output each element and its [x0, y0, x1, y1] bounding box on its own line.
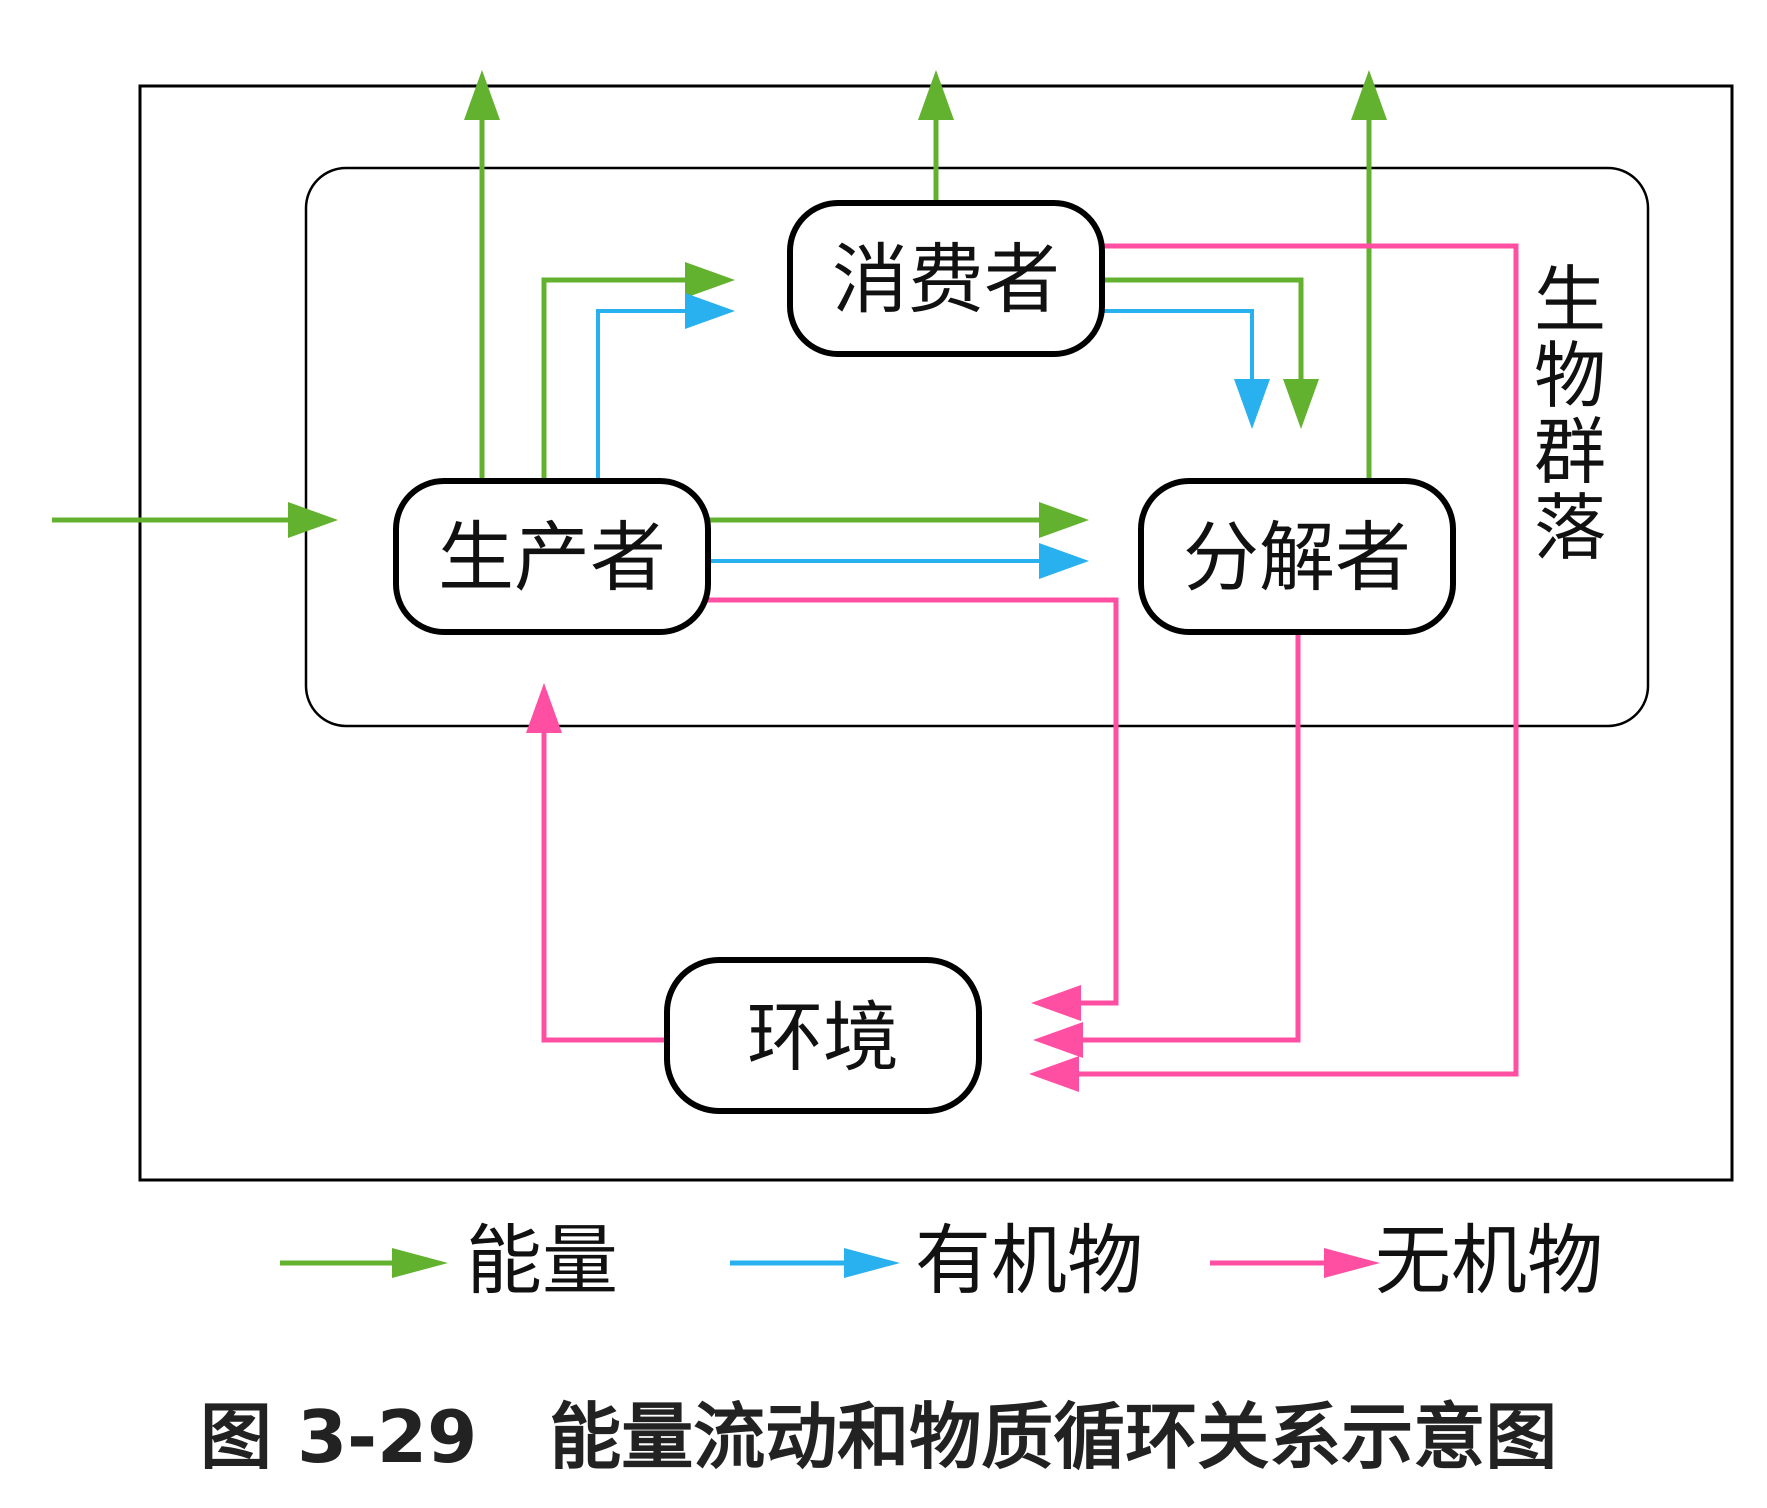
node-decomposer: 分解者 [1138, 478, 1456, 635]
edge-inorganic-environment-to-producer [526, 683, 667, 1043]
legend-inorganic-arrowhead-icon [1324, 1248, 1380, 1278]
node-consumer: 消费者 [787, 200, 1105, 357]
edge-line [706, 597, 1119, 1006]
arrowhead-icon [1029, 1056, 1079, 1092]
edge-organic-producer-to-consumer [596, 293, 735, 481]
legend: 能量 有机物 无机物 [280, 1216, 1603, 1305]
community-group-frame [304, 166, 1650, 728]
node-environment-box [664, 957, 982, 1114]
arrowhead-icon [464, 70, 500, 120]
arrowhead-icon [1351, 70, 1387, 120]
arrowhead-icon [685, 293, 735, 329]
edge-energy-producer-to-consumer [541, 262, 735, 481]
arrowhead-icon [1234, 379, 1270, 429]
node-environment: 环境 [664, 957, 982, 1114]
edge-energy-consumer-to-decomposer [1102, 277, 1319, 429]
legend-item-organic: 有机物 [730, 1216, 1143, 1305]
edge-line [1102, 309, 1254, 383]
arrowhead-icon [918, 70, 954, 120]
legend-energy-arrowhead-icon [392, 1248, 448, 1278]
edge-line [1075, 243, 1519, 1077]
node-producer: 生产者 [393, 478, 711, 635]
group-label-char: 落 [1534, 486, 1606, 570]
arrowhead-icon [1033, 1022, 1083, 1058]
node-producer-box [393, 478, 711, 635]
edges-layer [52, 70, 1519, 1092]
legend-item-inorganic: 无机物 [1210, 1216, 1603, 1305]
edge-energy-consumer-to-external-output [918, 70, 954, 203]
node-producer-label: 生产者 [438, 513, 666, 602]
edge-energy-producer-to-external-output [464, 70, 500, 481]
group-label-char: 物 [1534, 334, 1606, 418]
legend-organic-label: 有机物 [915, 1216, 1143, 1305]
edge-organic-consumer-to-decomposer [1102, 309, 1270, 429]
arrowhead-icon [1039, 543, 1089, 579]
node-decomposer-box [1138, 478, 1456, 635]
node-consumer-box [787, 200, 1105, 357]
edge-energy-external-input-to-producer [52, 502, 338, 538]
node-consumer-label: 消费者 [832, 235, 1060, 324]
edge-line [1079, 632, 1301, 1043]
node-decomposer-label: 分解者 [1183, 513, 1411, 602]
edge-line [1102, 277, 1304, 383]
edge-line [596, 309, 689, 481]
edge-inorganic-consumer-to-environment [1029, 243, 1519, 1092]
legend-energy-label: 能量 [466, 1216, 618, 1305]
arrowhead-icon [1039, 502, 1089, 538]
edge-energy-decomposer-to-external-output [1351, 70, 1387, 481]
group-label-char: 群 [1534, 410, 1606, 494]
arrowhead-icon [526, 683, 562, 733]
arrowhead-icon [288, 502, 338, 538]
edge-inorganic-decomposer-to-environment [1033, 632, 1301, 1058]
edge-line [541, 277, 689, 481]
legend-inorganic-label: 无机物 [1375, 1216, 1603, 1305]
edge-energy-producer-to-decomposer [708, 502, 1089, 538]
edge-organic-producer-to-decomposer [704, 543, 1089, 579]
arrowhead-icon [685, 262, 735, 298]
community-group-label: 生物群落 [1534, 258, 1606, 570]
legend-item-energy: 能量 [280, 1216, 618, 1305]
edge-inorganic-producer-to-environment [706, 597, 1119, 1021]
figure-caption: 图 3-29 能量流动和物质循环关系示意图 [200, 1395, 1557, 1479]
arrowhead-icon [1031, 985, 1081, 1021]
node-environment-label: 环境 [747, 993, 899, 1082]
group-label-char: 生 [1534, 258, 1606, 342]
arrowhead-icon [1283, 379, 1319, 429]
edge-line [541, 729, 667, 1043]
legend-organic-arrowhead-icon [844, 1248, 900, 1278]
